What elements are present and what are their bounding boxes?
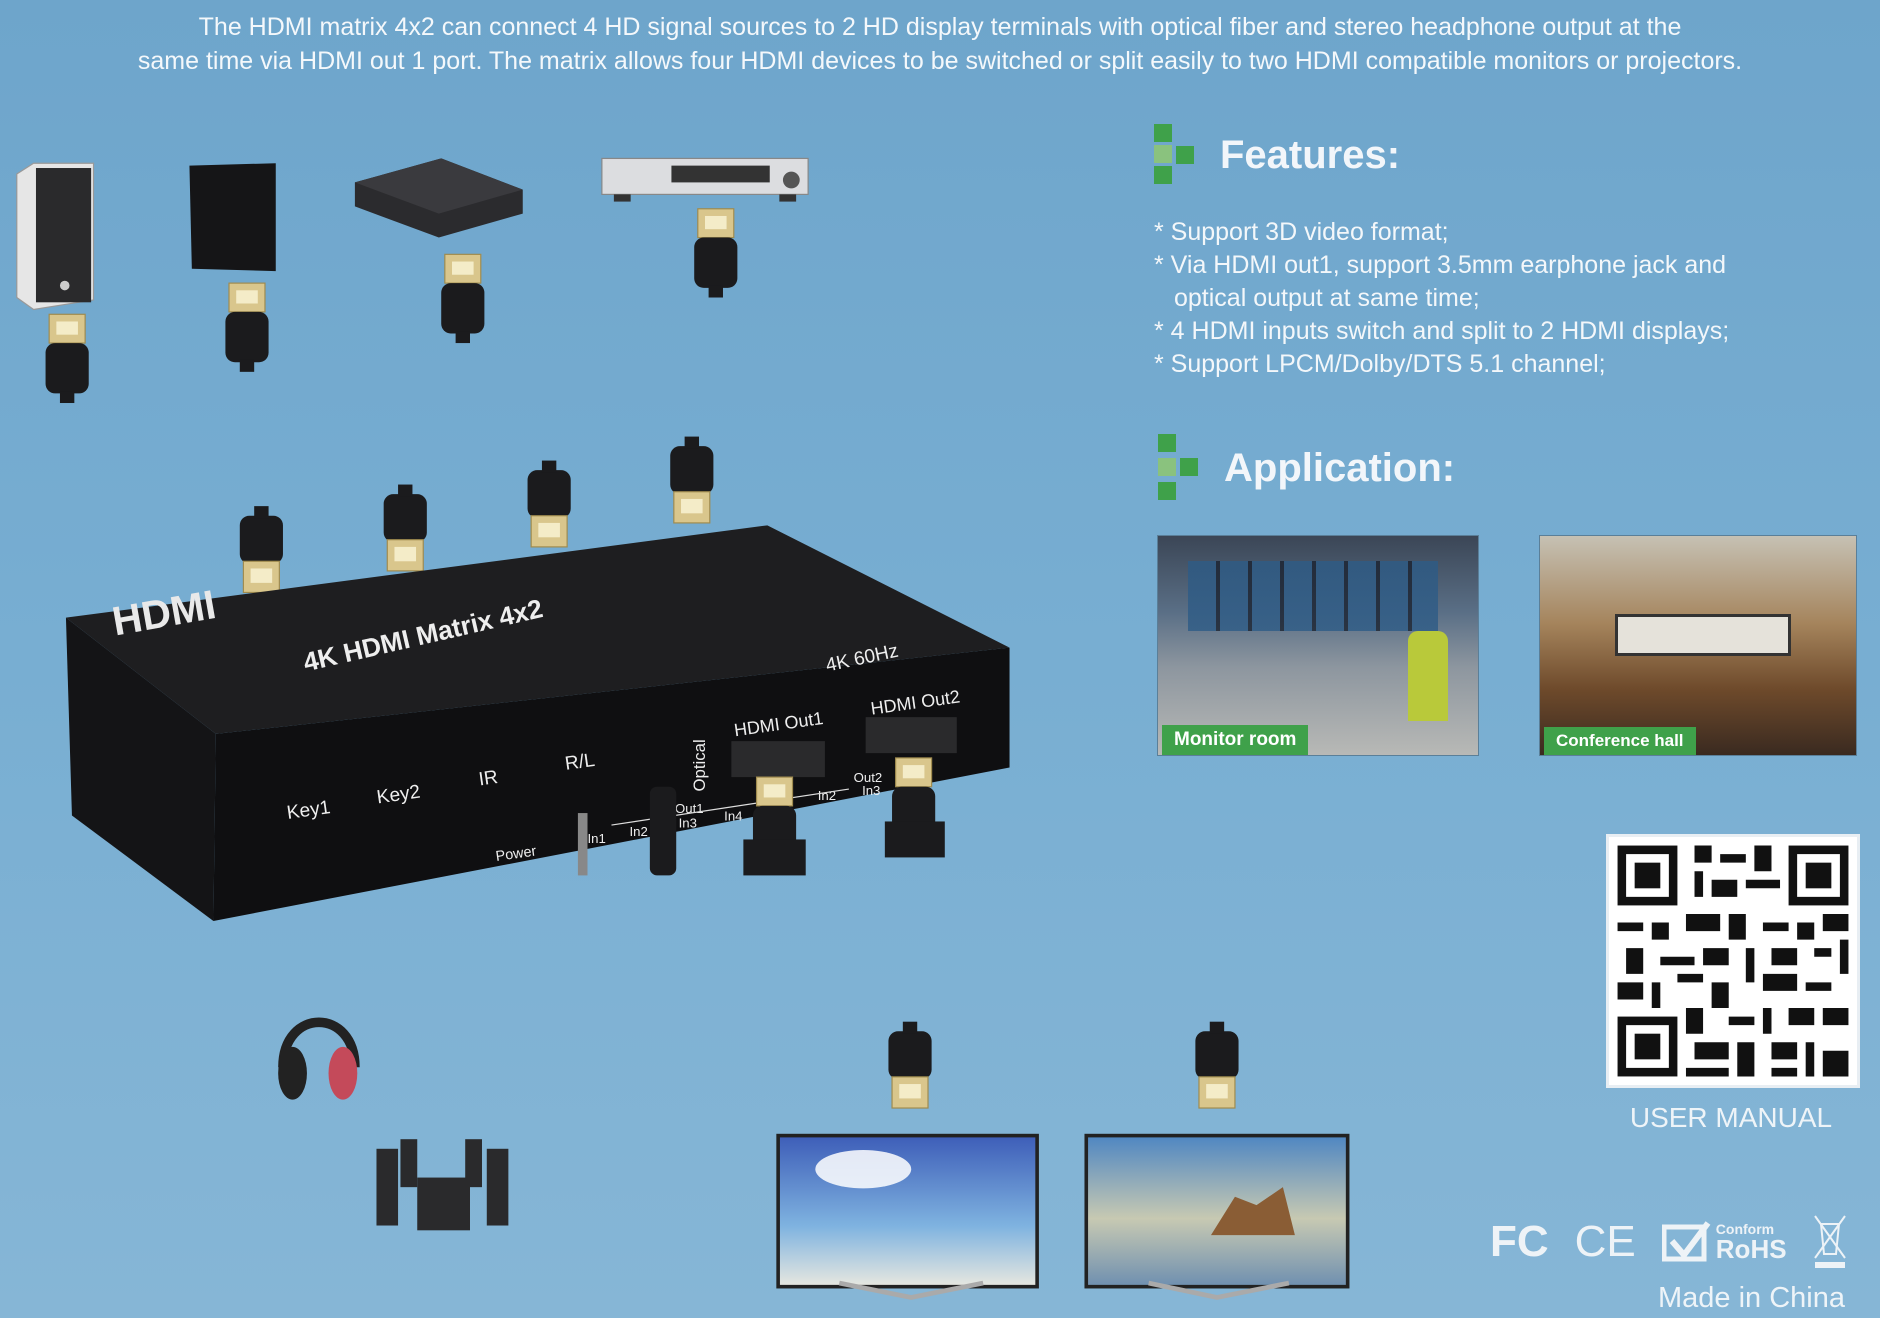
media-box-icon [189, 163, 276, 272]
feature-item: * Via HDMI out1, support 3.5mm earphone … [1154, 251, 1727, 312]
tv-rocks-icon [1084, 1133, 1350, 1300]
pc-tower-icon [16, 162, 95, 311]
dvd-player-icon [601, 157, 809, 202]
hdmi-plug-icon [383, 483, 428, 572]
intro-line-2: same time via HDMI out 1 port. The matri… [137, 47, 1743, 75]
hdmi-plug-icon [224, 282, 270, 373]
conference-hall-photo: Conference hall [1539, 535, 1857, 756]
intro-line-1: The HDMI matrix 4x2 can connect 4 HD sig… [198, 13, 1682, 41]
speakers-icon [376, 1139, 509, 1231]
application-header: Application: [1158, 434, 1455, 502]
out2-small-label: Out2 [854, 770, 883, 785]
feature-item: * Support LPCM/Dolby/DTS 5.1 channel; [1154, 350, 1606, 378]
rl-label: R/L [564, 750, 597, 775]
hdmi-plug-icon [693, 208, 738, 299]
in4-label: In4 [724, 808, 742, 823]
hdmi-plug-icon [44, 313, 90, 404]
in1-label: In1 [588, 831, 606, 846]
application-title: Application: [1224, 445, 1456, 490]
photo-caption: Conference hall [1544, 727, 1696, 755]
checkbox-icon [1661, 1221, 1711, 1262]
weee-bin-icon [1813, 1215, 1846, 1268]
in3-label: In3 [679, 815, 697, 830]
features-list: * Support 3D video format; * Via HDMI ou… [1154, 216, 1804, 381]
power-label: Power [495, 843, 538, 865]
green-squares-icon [1158, 434, 1198, 500]
optical-label: Optical [690, 739, 709, 791]
hdmi-plug-icon [526, 459, 572, 548]
photo-caption: Monitor room [1162, 725, 1309, 755]
features-header: Features: [1154, 124, 1400, 186]
in2b-label: In2 [818, 788, 836, 803]
ce-mark: CE [1574, 1217, 1636, 1266]
settop-box-icon [354, 158, 523, 238]
user-manual-qr-code[interactable] [1606, 834, 1860, 1088]
hdmi-plug-icon [669, 435, 714, 524]
monitor-room-photo: Monitor room [1157, 535, 1479, 756]
feature-item: * 4 HDMI inputs switch and split to 2 HD… [1154, 317, 1730, 345]
rohs-text: RoHS [1715, 1234, 1787, 1264]
green-squares-icon [1154, 124, 1194, 184]
certification-marks: FC CE Conform RoHS [1490, 1214, 1847, 1270]
hdmi-matrix-device: HDMI 4K HDMI Matrix 4x2 4K 60Hz Key1 Key… [65, 525, 1010, 921]
hdmi-plug-icon [239, 505, 284, 594]
hdmi-plug-icon [440, 253, 485, 344]
intro-text: The HDMI matrix 4x2 can connect 4 HD sig… [0, 10, 1880, 78]
ir-label: IR [477, 767, 499, 790]
fcc-mark: FC [1490, 1217, 1549, 1266]
rohs-conform-text: Conform [1715, 1221, 1775, 1237]
user-manual-label: USER MANUAL [1629, 1102, 1833, 1133]
in3b-label: In3 [862, 783, 880, 798]
feature-item: * Support 3D video format; [1154, 218, 1449, 246]
qr-code-icon [1617, 845, 1849, 1077]
made-in-china-text: Made in China [1658, 1282, 1845, 1314]
in2-label: In2 [629, 824, 647, 839]
features-title: Features: [1220, 132, 1401, 177]
tv-beach-icon [776, 1133, 1039, 1300]
headphones-icon [278, 1017, 360, 1100]
rohs-mark: Conform RoHS [1661, 1221, 1787, 1264]
hdmi-plug-icon [887, 1021, 933, 1109]
hdmi-plug-icon [1194, 1021, 1240, 1109]
